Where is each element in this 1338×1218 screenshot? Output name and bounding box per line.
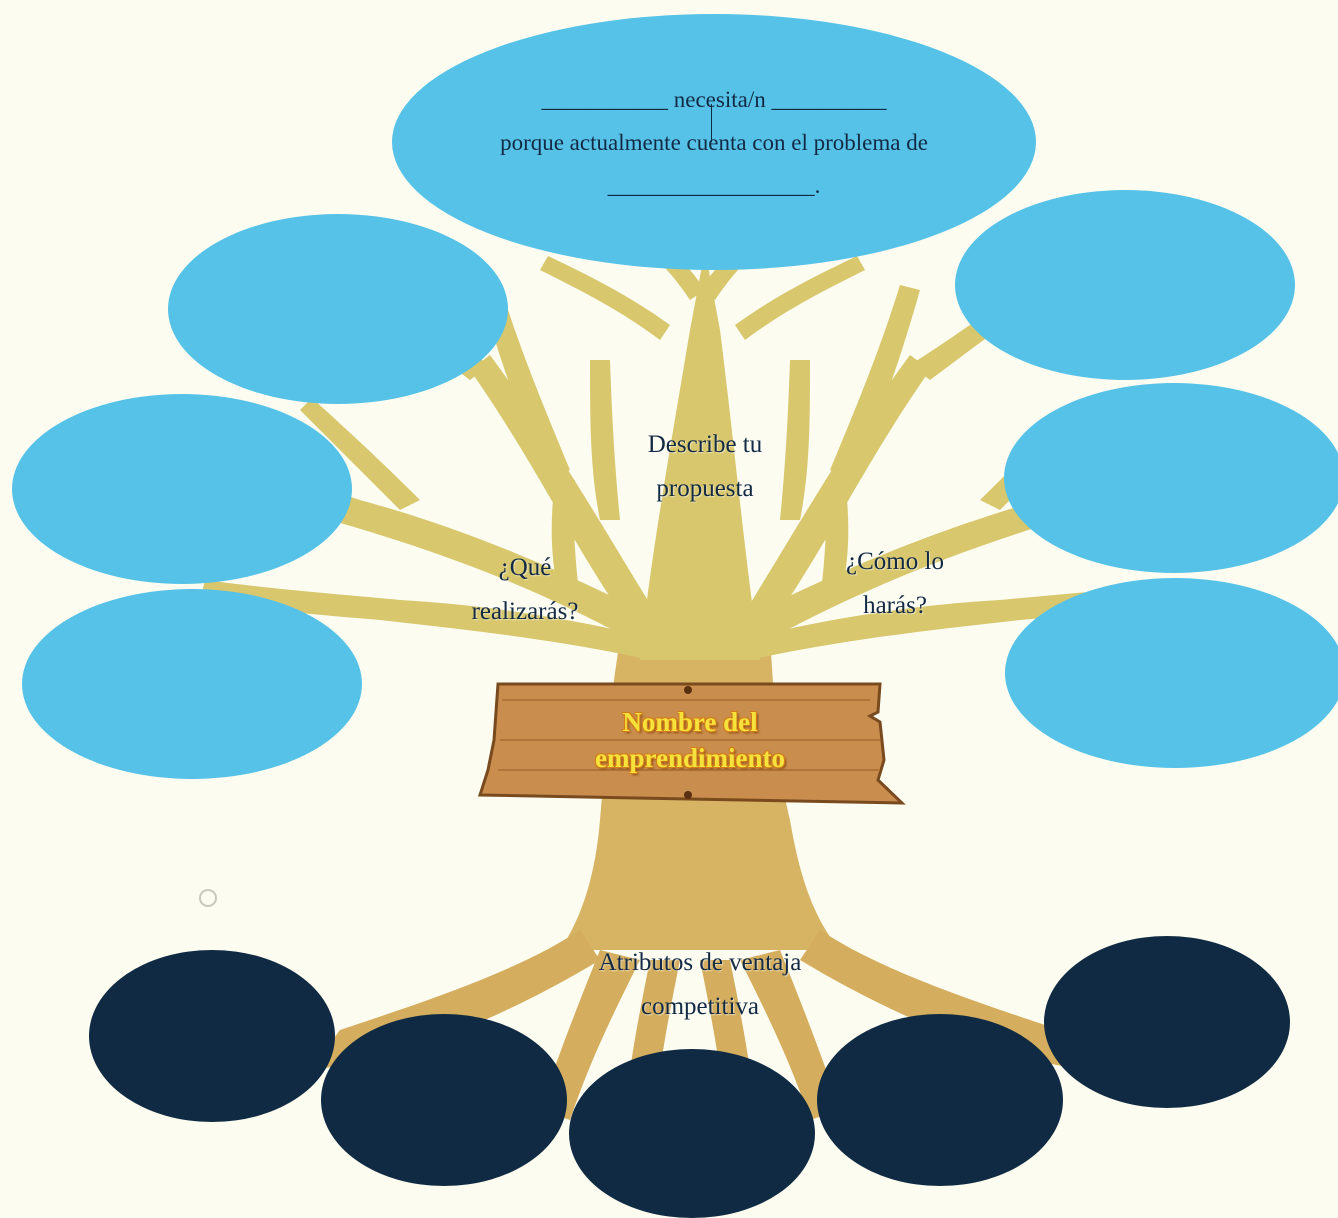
como-line-2: harás?	[863, 592, 927, 619]
como-line-1: ¿Cómo lo	[846, 548, 944, 575]
wooden-sign	[477, 682, 906, 805]
watermark-icon	[199, 889, 217, 907]
atributos-line-2: competitiva	[640, 993, 760, 1020]
atributos-label: Atributos de ventaja competitiva	[530, 941, 870, 1029]
root-bubble-5[interactable]	[1044, 936, 1290, 1108]
atributos-line-1: Atributos de ventaja	[598, 949, 802, 976]
que-line-2: realizarás?	[471, 598, 579, 625]
branch-bubble-left-1[interactable]	[168, 214, 508, 404]
text-cursor	[711, 104, 712, 142]
root-bubble-1[interactable]	[89, 950, 335, 1122]
root-bubble-3[interactable]	[569, 1049, 815, 1218]
sign-line-1: Nombre del	[622, 707, 758, 737]
root-bubble-2[interactable]	[321, 1014, 567, 1186]
describe-label: Describe tu propuesta	[580, 423, 830, 511]
top-line-1: ___________ necesita/n __________	[541, 87, 887, 112]
que-line-1: ¿Qué	[498, 554, 552, 581]
top-problem-text: ___________ necesita/n __________ porque…	[392, 78, 1036, 207]
branch-bubble-right-3[interactable]	[1005, 578, 1338, 768]
sign-line-2: emprendimiento	[595, 743, 785, 773]
branch-bubble-right-2[interactable]	[1004, 383, 1338, 573]
branch-bubble-left-2[interactable]	[12, 394, 352, 584]
top-problem-bubble	[392, 14, 1036, 270]
describe-line-1: Describe tu	[647, 431, 763, 458]
branch-bubble-right-1[interactable]	[955, 190, 1295, 380]
top-line-3: __________________.	[607, 173, 821, 198]
como-label: ¿Cómo lo harás?	[810, 540, 980, 628]
root-bubble-4[interactable]	[817, 1014, 1063, 1186]
sign-label: Nombre del emprendimiento	[520, 704, 860, 776]
branch-bubble-left-3[interactable]	[22, 589, 362, 779]
describe-line-2: propuesta	[656, 475, 754, 502]
top-line-2: porque actualmente cuenta con el problem…	[500, 130, 928, 155]
que-label: ¿Qué realizarás?	[440, 546, 610, 634]
